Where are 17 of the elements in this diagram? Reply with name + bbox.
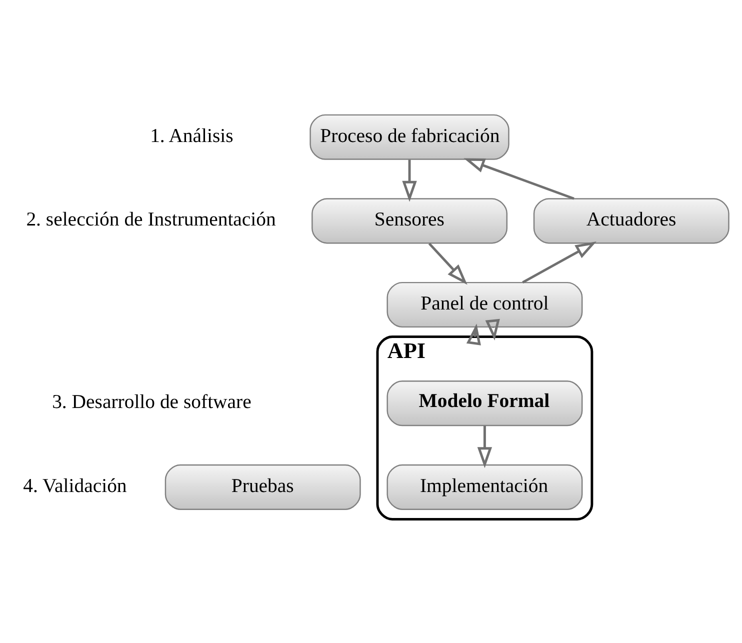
arrow [466, 323, 481, 345]
arrow [464, 158, 574, 200]
arrow [485, 318, 500, 340]
arrow [428, 242, 468, 284]
node-box: Sensores [312, 198, 508, 244]
arrow [477, 425, 492, 468]
label: 1. Análisis [150, 124, 234, 146]
label: 3. Desarrollo de software [52, 390, 252, 413]
label: 4. Validación [23, 474, 127, 496]
node-box: Proceso de fabricación [310, 114, 510, 160]
node-box: Implementación [386, 464, 583, 510]
node-box: Modelo Formal [386, 380, 583, 426]
node-box: Pruebas [164, 464, 361, 510]
arrow [522, 241, 596, 284]
arrow [402, 159, 417, 202]
node-box: Actuadores [533, 198, 730, 244]
label: 2. selección de Instrumentación [26, 208, 276, 230]
